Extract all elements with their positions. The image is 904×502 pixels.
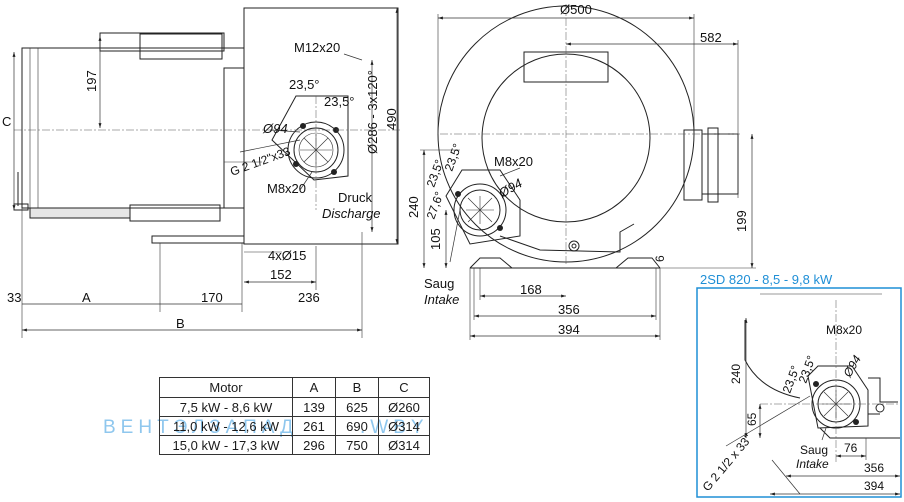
cell-motor: 7,5 kW - 8,6 kW — [159, 397, 293, 417]
thread-M12x20: M12x20 — [294, 40, 340, 55]
dim-582: 582 — [700, 30, 722, 45]
base-foot — [151, 235, 245, 244]
dim-199: 199 — [734, 210, 749, 232]
dim-168: 168 — [520, 282, 542, 297]
dim-C: C — [2, 114, 11, 129]
inset-view — [696, 287, 902, 498]
diam-94-front: Ø94 — [495, 175, 525, 201]
model-title: 2SD 820 - 8,5 - 9,8 kW — [700, 272, 833, 287]
col-header-c: C — [378, 377, 430, 398]
table-header-row: Motor A B C — [159, 377, 430, 398]
dim-6: 6 — [653, 255, 667, 262]
dim-A: A — [82, 290, 91, 305]
dim-B: B — [176, 316, 185, 331]
dim-170: 170 — [201, 290, 223, 305]
cell-motor: 11,0 kW - 12,6 kW — [159, 416, 293, 436]
dim-240-inset: 240 — [729, 364, 743, 384]
cell-a: 261 — [292, 416, 336, 436]
table-row: 7,5 kW - 8,6 kW 139 625 Ø260 — [159, 397, 430, 417]
thread-M8x20-inset: M8x20 — [826, 323, 862, 337]
diam-500: Ø500 — [560, 2, 592, 17]
dim-197: 197 — [84, 70, 99, 92]
label-intake-inset: Intake — [796, 457, 829, 471]
dim-holes: 4xØ15 — [268, 248, 306, 263]
front-view — [420, 4, 756, 340]
label-druck: Druck — [338, 190, 372, 205]
cell-c: Ø314 — [378, 435, 430, 455]
table-row: 11,0 kW - 12,6 kW 261 690 Ø314 — [159, 416, 430, 436]
label-discharge: Discharge — [322, 206, 381, 221]
col-header-b: B — [335, 377, 379, 398]
cell-c: Ø314 — [378, 416, 430, 436]
label-intake: Intake — [424, 292, 459, 307]
dim-356-inset: 356 — [864, 461, 884, 475]
dim-65-inset: 65 — [745, 412, 759, 426]
motor-body — [21, 47, 245, 209]
inset-intake-flange — [807, 365, 869, 429]
label-saug: Saug — [424, 276, 454, 291]
angle-23-5-top: 23,5° — [289, 77, 320, 92]
side-view — [12, 7, 400, 338]
intake-flange — [445, 169, 521, 245]
thread-M8x20-side: M8x20 — [267, 181, 306, 196]
angle-23-5-right: 23,5° — [324, 94, 355, 109]
cell-a: 139 — [292, 397, 336, 417]
thread-M8x20-front: M8x20 — [494, 154, 533, 169]
dim-356: 356 — [558, 302, 580, 317]
cell-b: 625 — [335, 397, 379, 417]
inset-frame — [696, 287, 902, 498]
cell-a: 296 — [292, 435, 336, 455]
dim-152: 152 — [270, 267, 292, 282]
dim-490: 490 — [384, 108, 399, 130]
dim-394-inset: 394 — [864, 479, 884, 493]
diam-94-inset: Ø94 — [840, 353, 864, 381]
motor-table: Motor A B C 7,5 kW - 8,6 kW 139 625 Ø260… — [159, 377, 430, 455]
thread-G-inset: G 2 1/2 x 33" — [700, 432, 755, 494]
inset-labels: 2SD 820 - 8,5 - 9,8 kW M8x20 23,5° 23,5°… — [700, 272, 885, 494]
dim-240: 240 — [406, 196, 421, 218]
discharge-flange — [271, 95, 349, 181]
cell-b: 750 — [335, 435, 379, 455]
diam-94-side: Ø94 — [262, 121, 288, 136]
angle-27-6: 27,6° — [424, 190, 447, 221]
col-header-a: A — [292, 377, 336, 398]
dim-394: 394 — [558, 322, 580, 337]
cell-b: 690 — [335, 416, 379, 436]
dim-236: 236 — [298, 290, 320, 305]
table-row: 15,0 kW - 17,3 kW 296 750 Ø314 — [159, 435, 430, 455]
cell-motor: 15,0 kW - 17,3 kW — [159, 435, 293, 455]
angle-23-5-b: 23,5° — [442, 142, 465, 173]
thread-G-side: G 2 1/2"x33 — [228, 144, 292, 179]
base-rail — [469, 257, 661, 269]
dim-105: 105 — [428, 228, 443, 250]
side-view-labels: C 197 M12x20 23,5° 23,5° Ø94 Ø286 - 3x12… — [2, 40, 399, 331]
col-header-motor: Motor — [159, 377, 293, 398]
diam-286: Ø286 - 3x120° — [365, 70, 380, 154]
dim-33: 33 — [7, 290, 21, 305]
label-saug-inset: Saug — [800, 443, 828, 457]
cell-c: Ø260 — [378, 397, 430, 417]
dim-76-inset: 76 — [844, 441, 858, 455]
